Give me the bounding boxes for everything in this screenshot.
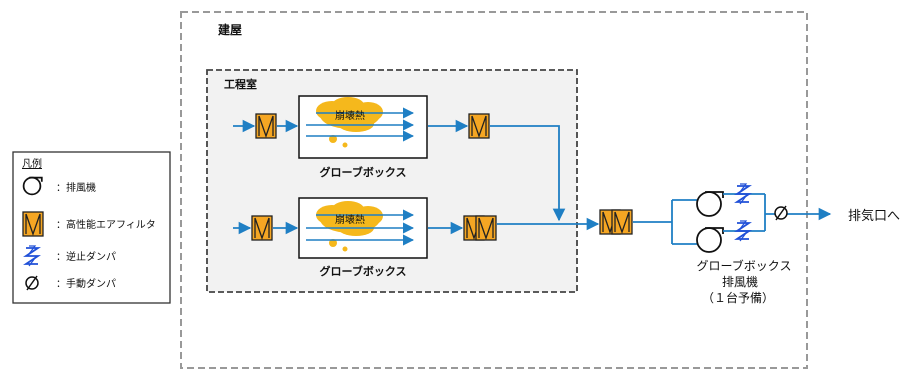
hepa-filter-icon: [251, 215, 273, 241]
legend-label-filter: ：高性能エアフィルタ: [56, 218, 156, 231]
legend-label-check-damper: ：逆止ダンパ: [56, 250, 116, 263]
legend-label-fan: ：排風機: [56, 181, 96, 194]
glovebox-1-label: グローブボックス: [319, 165, 406, 179]
exhaust-fan-icon: [696, 191, 724, 217]
exhaust-fans-label-line2: 排風機: [722, 274, 758, 289]
heat-label-1: 崩壊熱: [335, 109, 365, 122]
fan-icon: [22, 176, 43, 196]
legend-title: 凡例: [22, 157, 42, 170]
hepa-filter-icon: [475, 215, 497, 241]
hepa-filter-icon: [22, 211, 44, 237]
heat-label-2: 崩壊熱: [335, 213, 365, 226]
manual-damper-icon: [774, 205, 788, 221]
hepa-filter-icon: [468, 113, 490, 139]
glovebox-2-label: グローブボックス: [319, 264, 406, 278]
legend: 凡例 ：排風機 ：高性能エアフィルタ ：逆止ダンパ ：手動ダンパ: [12, 151, 171, 304]
process-room-label: 工程室: [224, 77, 257, 91]
building-label: 建屋: [217, 22, 242, 37]
check-damper-icon: [736, 183, 750, 205]
exhaust-fans-label-line3: （１台予備）: [702, 290, 774, 305]
exhaust-fan-icon: [696, 227, 724, 253]
legend-label-manual-damper: ：手動ダンパ: [56, 277, 116, 290]
outlet-label: 排気口へ: [848, 208, 900, 224]
building-boundary: [180, 11, 808, 369]
hepa-filter-icon: [255, 113, 277, 139]
exhaust-fans-label-line1: グローブボックス: [697, 258, 792, 273]
hepa-filter-icon: [611, 209, 633, 235]
check-damper-icon: [736, 220, 750, 242]
manual-damper-icon: [25, 275, 39, 291]
